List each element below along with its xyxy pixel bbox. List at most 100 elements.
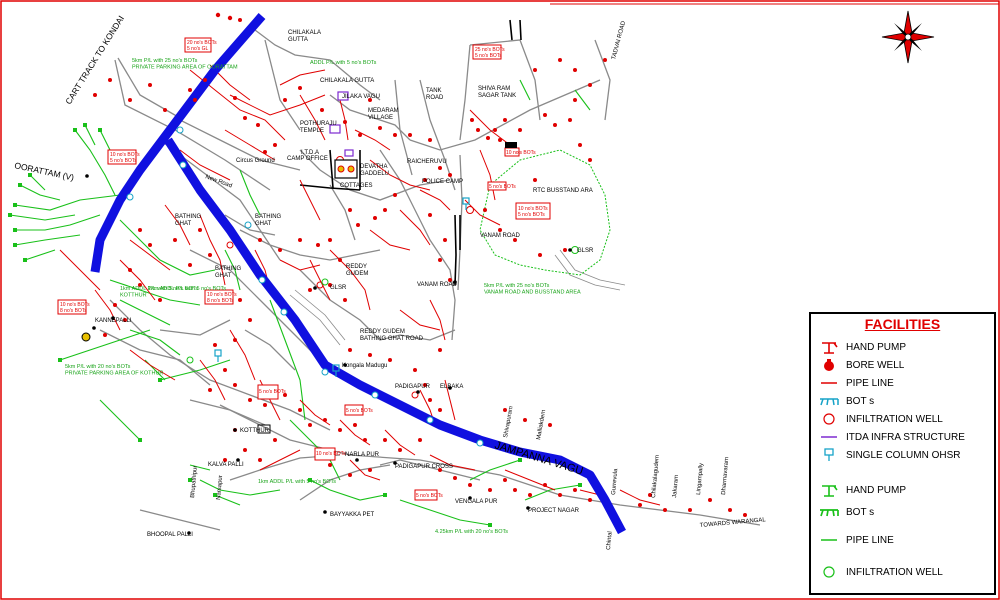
label-shivapuram: Shivapuram bbox=[503, 406, 514, 439]
label-police-camp: POLICE CAMP bbox=[422, 179, 463, 185]
label-vanam-road-2: VANAM ROAD bbox=[417, 282, 458, 288]
label-line: 5km P/L with 25 no's BOTs bbox=[484, 283, 550, 289]
label-line: 8 no's BOTs bbox=[207, 298, 234, 304]
legend-item-bore-well-red: BORE WELL bbox=[817, 357, 904, 373]
label-line: 5 no's BOTs bbox=[475, 53, 502, 59]
jampanna-vagu-river bbox=[90, 13, 266, 273]
note-kotthur-p: 1km ADDL P/L with 5 no's BOTs bbox=[258, 479, 336, 485]
hand-pump-red-icon bbox=[822, 342, 838, 354]
label-line: BATHING GHAT ROAD bbox=[360, 336, 424, 342]
label-dharmavaram: Dharmavaram bbox=[721, 457, 730, 495]
label-jilaka-vagu: JILAKA VAGU bbox=[342, 94, 380, 100]
label-line: DEVATHA bbox=[360, 164, 387, 170]
legend-item-pipe-line-green: PIPE LINE bbox=[817, 532, 894, 548]
green-bot-markers bbox=[8, 123, 582, 527]
red-box-7: 5 no's BOTs bbox=[489, 184, 516, 190]
label-gurrevula: Gurrevula bbox=[611, 468, 619, 495]
itda-icon bbox=[821, 436, 837, 438]
label-line: 5 no's BOTs bbox=[518, 212, 545, 218]
label-line: 20 no's BOTs bbox=[187, 40, 217, 46]
village-dots bbox=[85, 174, 572, 535]
red-box-8: 5 no's BOTs bbox=[259, 389, 286, 395]
label-jampanna-vagu: JAMPANNA VAGU bbox=[493, 439, 584, 477]
label-line: 1km ADDL P/L with 5 no's BOTs bbox=[258, 479, 336, 485]
label-raicheruvu: RAICHERUVU bbox=[407, 159, 447, 165]
label-line: 8 no's BOTs bbox=[60, 308, 87, 314]
label-line: VILLAGE bbox=[368, 115, 393, 121]
legend-item-hand-pump-red: HAND PUMP bbox=[817, 339, 906, 355]
note-vengala: 4.25km P/L with 20 no's BOTs bbox=[435, 529, 508, 535]
legend-label: HAND PUMP bbox=[846, 484, 907, 496]
legend-title: FACILITIES bbox=[864, 316, 941, 332]
label-line: VANAM ROAD AND BUSSTAND AREA bbox=[484, 289, 581, 295]
label-line: SHIVA RAM bbox=[478, 86, 510, 92]
label-line: 5km P/L with 25 no's BOTs bbox=[132, 58, 198, 64]
green-infiltration-wells bbox=[186, 246, 579, 364]
label-chintal: Chintal bbox=[606, 531, 614, 550]
label-line: SAGAR TANK bbox=[478, 93, 516, 99]
label-line: REDDY bbox=[346, 264, 367, 270]
label-line: GUDEM bbox=[346, 271, 368, 277]
rtc-busstand-boundary bbox=[479, 149, 611, 276]
label-bhoopal-palli: BHOOPAL PALLI bbox=[147, 532, 193, 538]
label-line: 1km ADDL P/L with 5 no's BOTs bbox=[148, 286, 226, 292]
label-line: BATHING bbox=[175, 214, 202, 220]
label-chilakala-gutta: CHILAKALA GUTTA bbox=[320, 78, 374, 84]
facilities-legend: FACILITIES HAND PUMP BORE WELL PIPE LINE… bbox=[809, 312, 996, 595]
red-box-9: 10 no's BOTs bbox=[316, 451, 346, 457]
red-box-12: 10 no's BOTs bbox=[506, 150, 536, 156]
label-kongala-madugu: Kongala Madugu bbox=[342, 363, 387, 369]
label-bayyakka-pet: BAYYAKKA PET bbox=[330, 512, 374, 518]
label-lingampally: Lingampally bbox=[696, 463, 705, 495]
label-line: MEDARAM bbox=[368, 108, 399, 114]
label-line: 10 no's BOTs bbox=[207, 292, 237, 298]
legend-item-bot-green: BOT s bbox=[817, 504, 874, 520]
label-line: GUTTA bbox=[288, 37, 308, 43]
label-vengala-pur: VENGALA PUR bbox=[455, 499, 498, 505]
label-line: ROAD bbox=[426, 95, 444, 101]
legend-label: SINGLE COLUMN OHSR bbox=[846, 449, 961, 461]
legend-label: BORE WELL bbox=[846, 359, 905, 371]
label-line: 5 no's GL bbox=[187, 46, 208, 52]
label-rtc-busstand: RTC BUSSTAND ARA bbox=[533, 188, 593, 194]
label-line: KOTTHUR bbox=[120, 292, 147, 298]
legend-item-hand-pump-green: HAND PUMP bbox=[817, 482, 906, 498]
label-oorattam: OORATTAM (V) bbox=[14, 160, 76, 182]
legend-item-itda: ITDA INFRA STRUCTURE bbox=[817, 429, 965, 445]
label-vanam-road-1: VANAM ROAD bbox=[480, 233, 521, 239]
label-line: 5 no's BOTs bbox=[110, 158, 137, 164]
black-lines-layer bbox=[299, 19, 522, 286]
label-bhupathipur: Bhupathipur bbox=[190, 465, 199, 498]
label-line: REDDY GUDEM bbox=[360, 329, 405, 335]
infiltration-well-green-icon bbox=[823, 566, 835, 578]
legend-label: INFILTRATION WELL bbox=[846, 566, 943, 578]
legend-item-infiltration-well-red: INFILTRATION WELL bbox=[817, 411, 943, 427]
label-line: 5km P/L with 20 no's BOTs bbox=[65, 364, 131, 370]
label-padigapur: PADIGAPUR bbox=[395, 384, 431, 390]
label-kannepalli: KANNEPALLI bbox=[95, 318, 132, 324]
bot-cyan-icon bbox=[820, 398, 839, 406]
label-line: 5 no's BOTs bbox=[259, 389, 286, 395]
label-circus-ground: Circus Ground bbox=[236, 158, 275, 164]
legend-item-pipe-line-red: PIPE LINE bbox=[817, 375, 894, 391]
legend-label: PIPE LINE bbox=[846, 534, 894, 546]
label-kotthur: KOTTHUR bbox=[240, 428, 270, 434]
label-line: PRIVATE PARKING AREA OF KOTHUR bbox=[65, 370, 163, 376]
bore-well-red-icon bbox=[824, 359, 834, 371]
label-line: 10 no's BOTs bbox=[518, 206, 548, 212]
green-pipelines-layer bbox=[9, 79, 591, 526]
